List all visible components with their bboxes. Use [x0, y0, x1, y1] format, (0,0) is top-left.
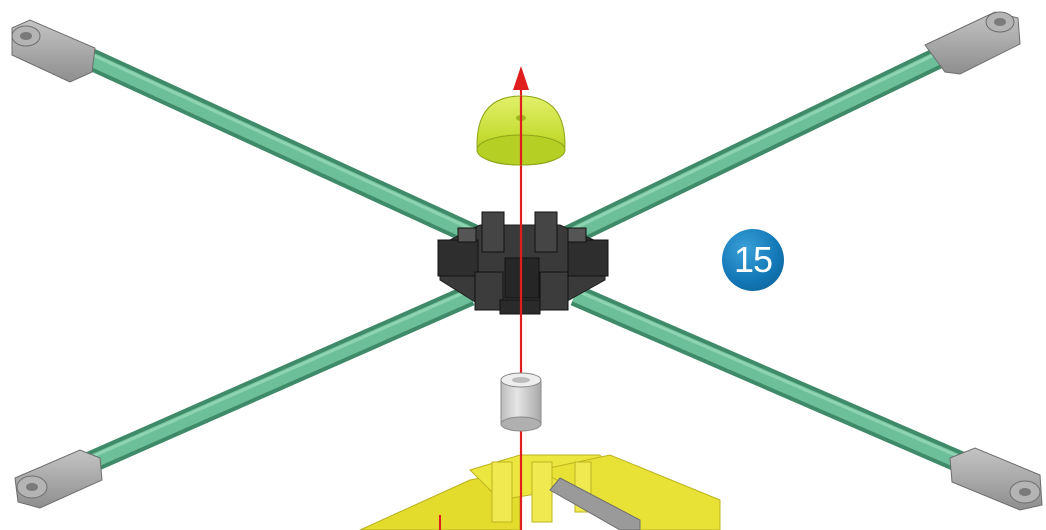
rod-upper-left [60, 40, 480, 238]
end-cap-lower-left [15, 450, 102, 508]
end-cap-upper-left [12, 20, 95, 82]
lower-frame-parts [360, 455, 720, 530]
rod-lower-right [575, 290, 990, 475]
rod-upper-right [565, 35, 975, 238]
step-number-badge: 15 [722, 229, 784, 291]
up-arrow-icon [513, 66, 529, 90]
spacer-cylinder [501, 373, 541, 431]
rod-lower-left [55, 290, 470, 478]
end-cap-upper-right [925, 12, 1020, 74]
dome-cap [477, 96, 565, 165]
end-cap-lower-right [950, 448, 1042, 510]
